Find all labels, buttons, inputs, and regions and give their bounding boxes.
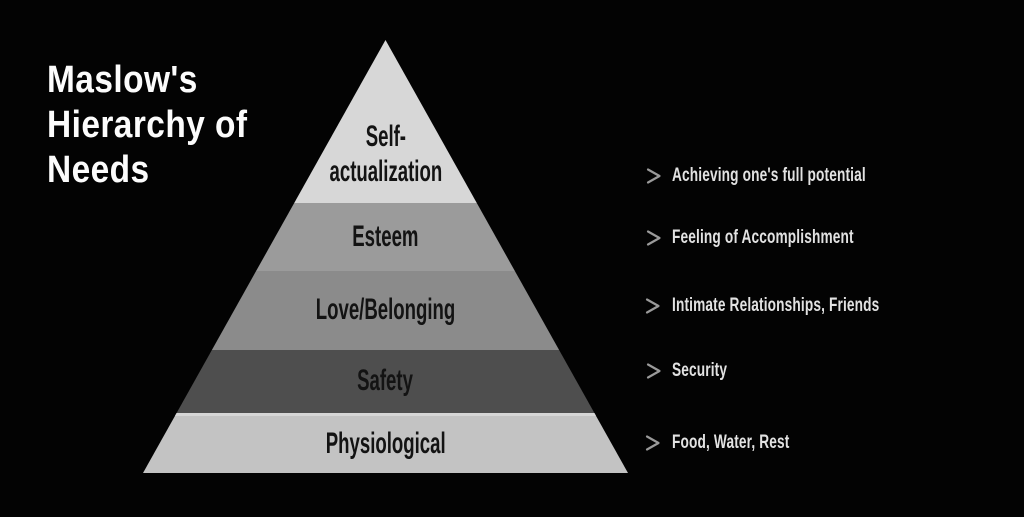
pyramid-level-label-physiological: Physiological <box>325 427 446 461</box>
page-title-line-1: Maslow's <box>47 59 198 101</box>
annotation-esteem: Feeling of Accomplishment <box>672 227 854 248</box>
pyramid-level-label-safety: Safety <box>357 364 414 398</box>
right-arrow-icon <box>464 168 661 184</box>
page-title: Maslow's Hierarchy of Needs <box>47 58 247 193</box>
pyramid-level-label-self-actualization: Self- actualization <box>329 120 442 188</box>
pyramid-level-label-love-belonging: Love/Belonging <box>315 293 456 327</box>
annotation-self-actualization: Achieving one's full potential <box>672 165 866 186</box>
right-arrow-icon <box>537 298 660 314</box>
pyramid-level-physiological: Physiological <box>143 413 628 473</box>
pyramid-level-label-esteem: Esteem <box>352 219 419 253</box>
right-arrow-icon <box>627 435 660 451</box>
annotation-safety: Security <box>672 360 728 381</box>
page-title-line-3: Needs <box>47 149 150 191</box>
pyramid-level-safety: Safety <box>143 350 628 413</box>
right-arrow-icon <box>500 230 661 246</box>
annotation-physiological: Food, Water, Rest <box>672 432 790 453</box>
page-title-line-2: Hierarchy of <box>47 104 248 146</box>
right-arrow-icon <box>574 363 661 379</box>
annotation-love-belonging: Intimate Relationships, Friends <box>672 295 880 316</box>
